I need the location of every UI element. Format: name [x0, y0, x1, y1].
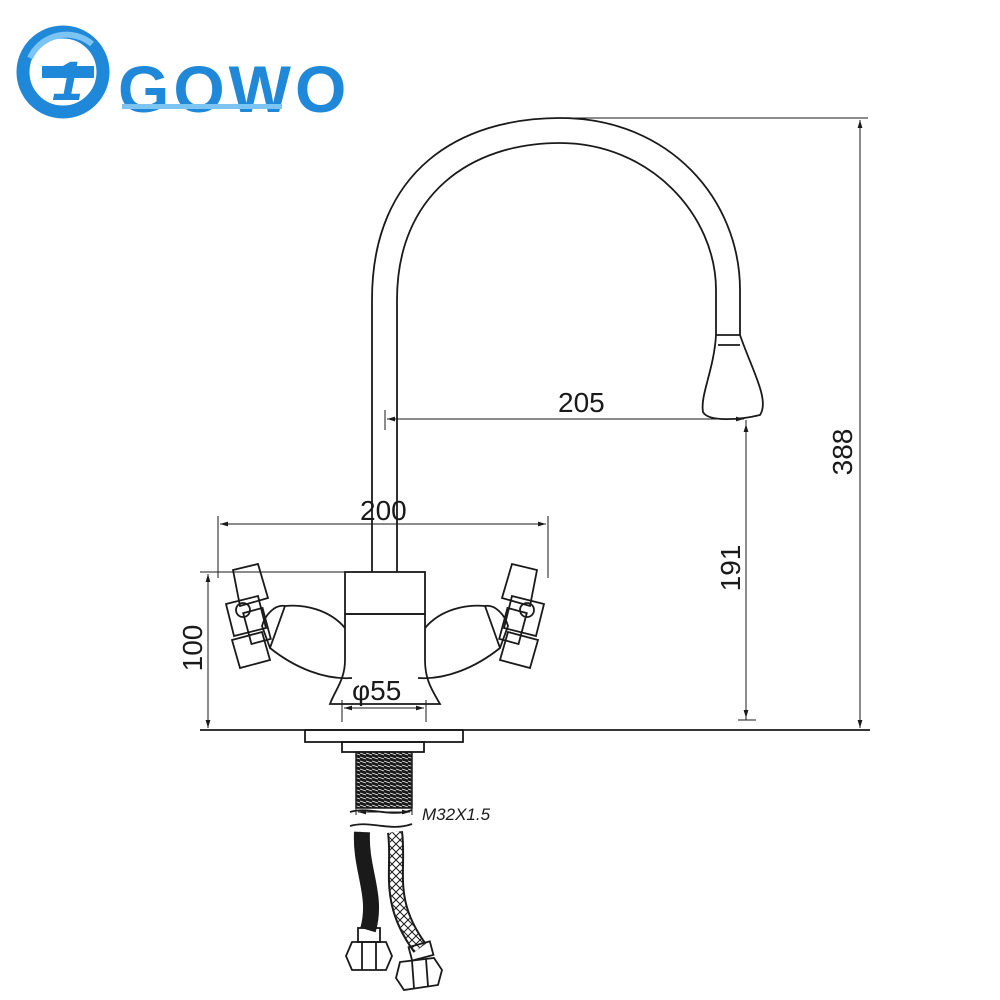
- brand-logo: 1 GOWO: [16, 25, 350, 126]
- dimension-labels: 205 200 388 191 100 φ55 M32X1.5: [177, 387, 858, 824]
- dim-body-height: 100: [177, 625, 208, 672]
- logo-wordmark: GOWO: [118, 52, 350, 126]
- logo-mark-icon: 1: [16, 25, 110, 119]
- dim-base-diameter: φ55: [352, 675, 401, 706]
- dim-spout-height: 191: [715, 545, 746, 592]
- dim-total-height: 388: [827, 429, 858, 476]
- dim-total-width: 200: [360, 495, 407, 526]
- dim-spout-reach: 205: [558, 387, 605, 418]
- logo-mark-digit: 1: [52, 49, 83, 112]
- faucet-outline: [200, 117, 870, 991]
- dimension-lines: [200, 117, 868, 815]
- dim-thread: M32X1.5: [422, 805, 491, 824]
- logo-underline: [122, 104, 282, 109]
